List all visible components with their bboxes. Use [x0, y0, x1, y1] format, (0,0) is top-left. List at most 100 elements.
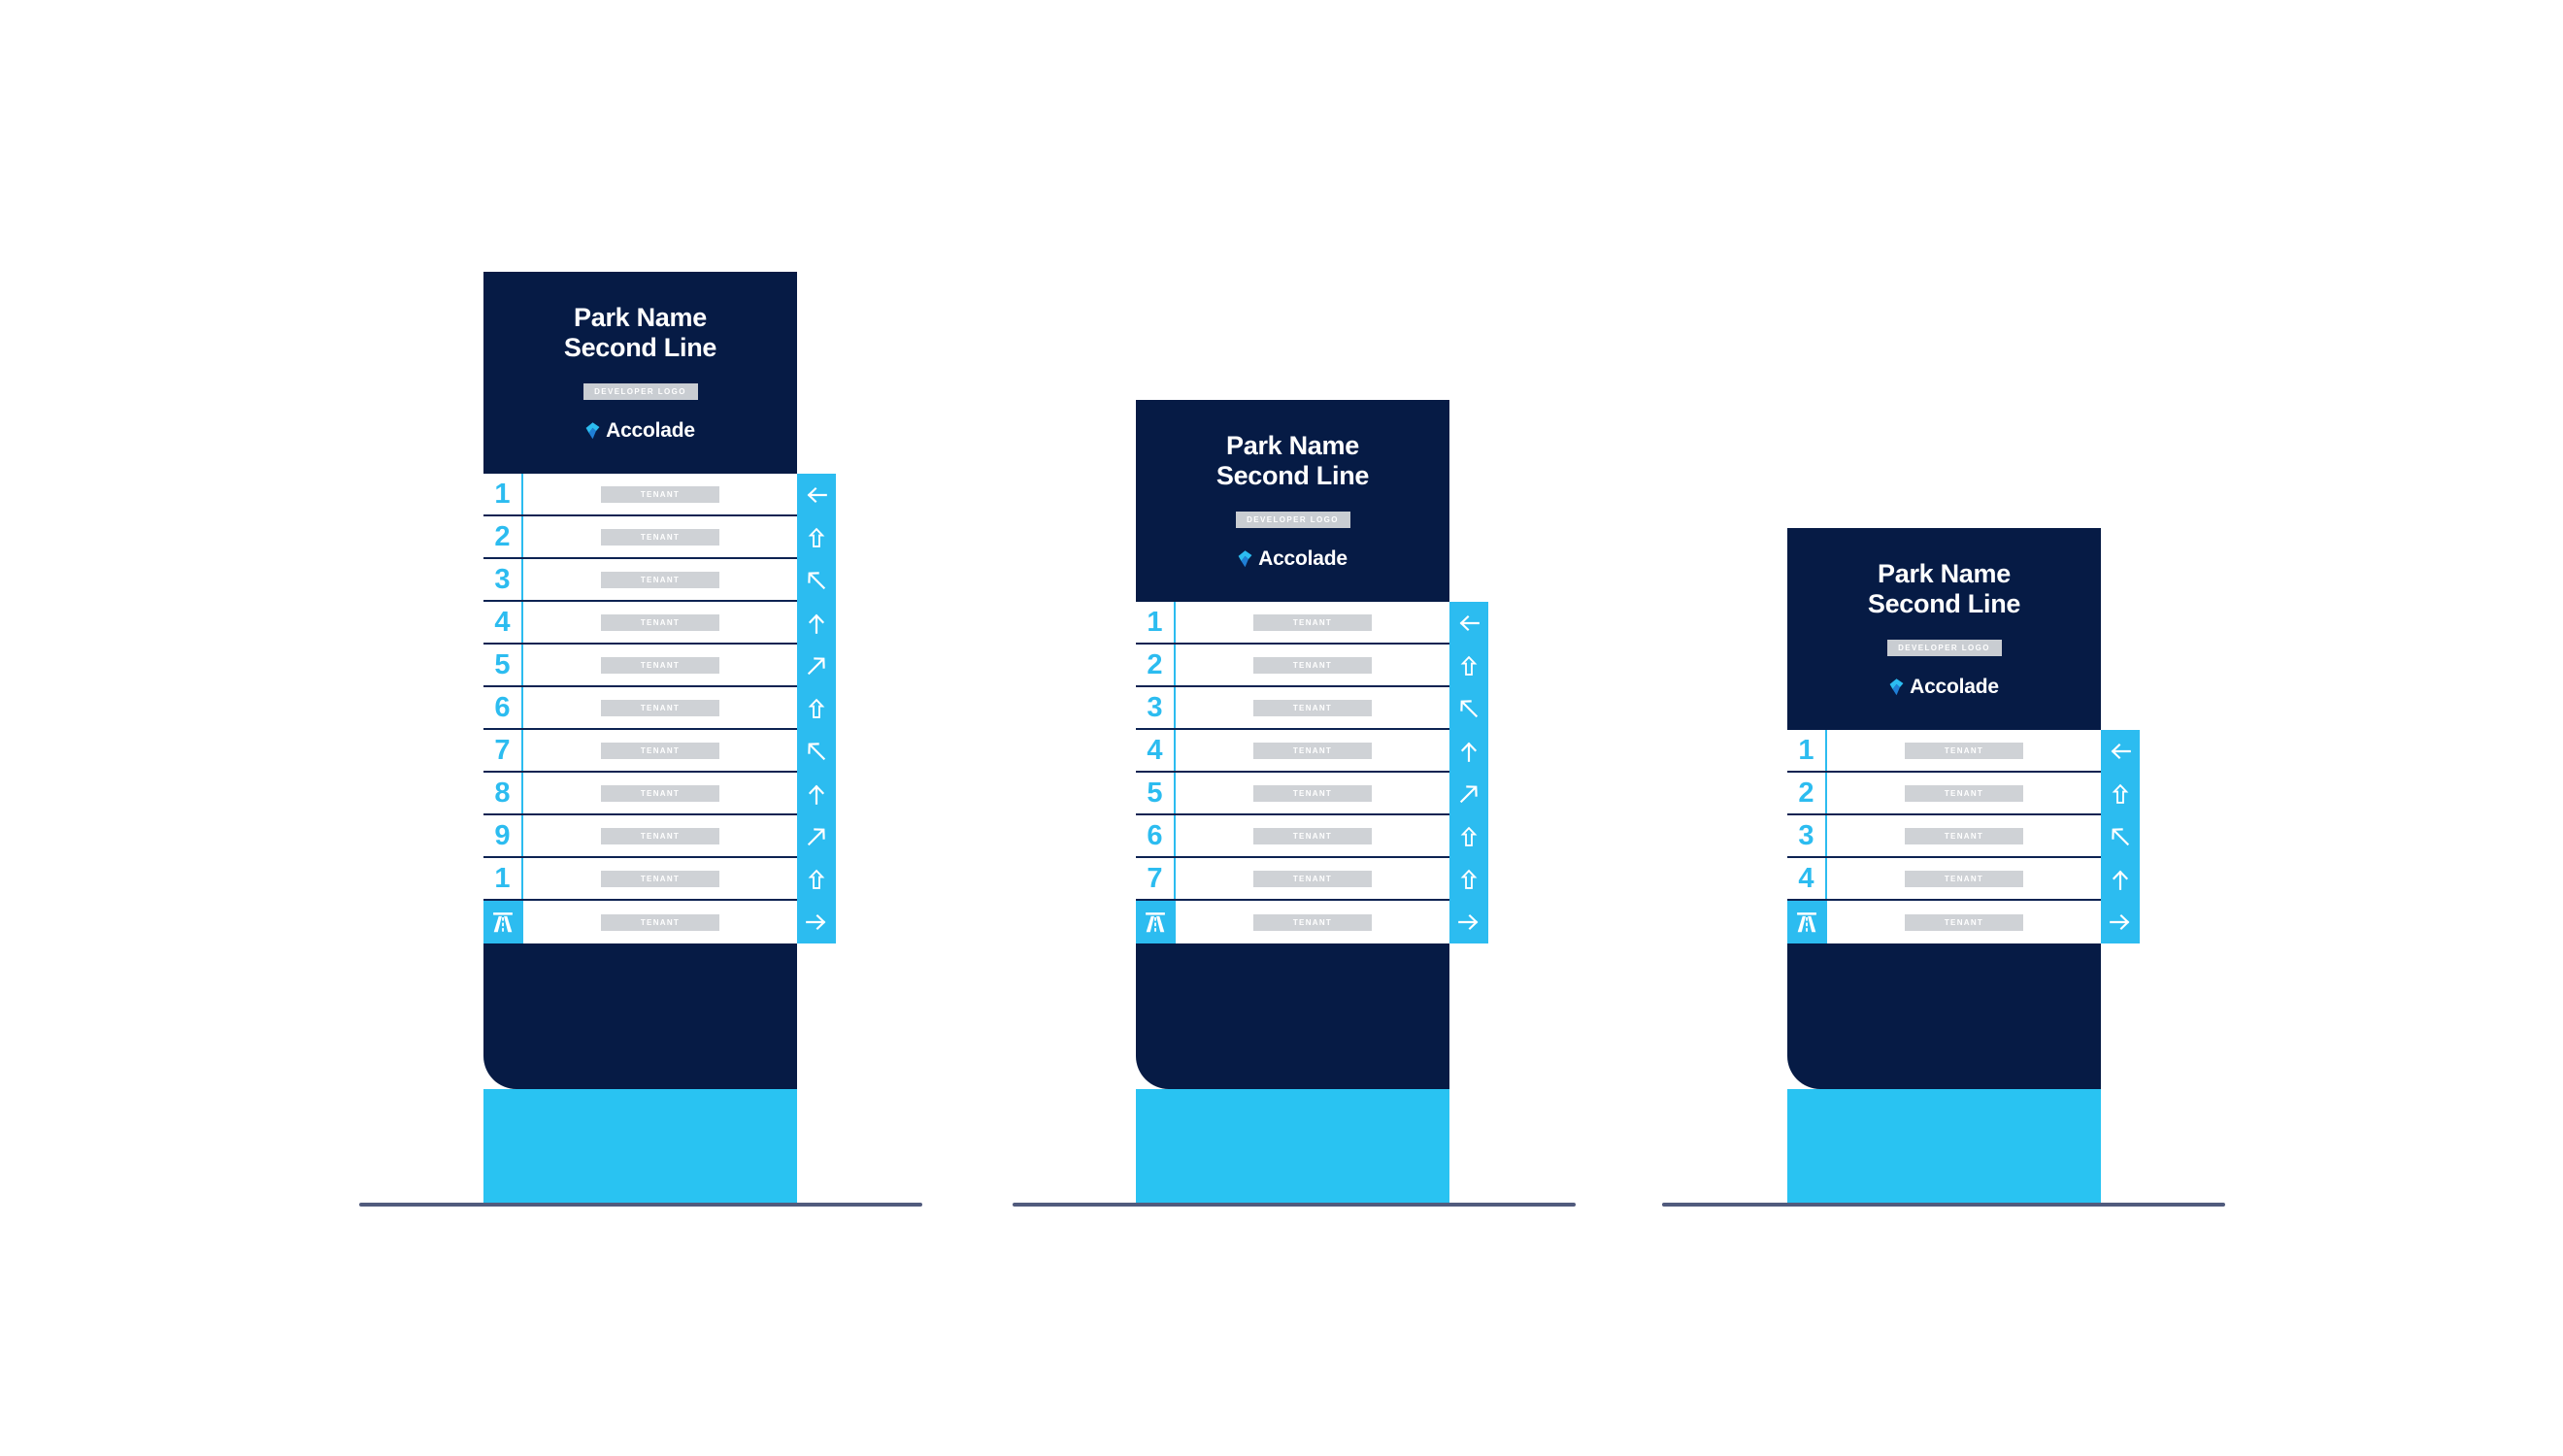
tenant-name-placeholder[interactable]: TENANT [1905, 870, 2023, 887]
arrow-up-icon[interactable] [2101, 858, 2140, 901]
arrow-up-icon[interactable] [797, 773, 836, 815]
tenant-cell: TENANT [523, 559, 797, 600]
tenant-cell: TENANT [523, 730, 797, 771]
arrow-up-outline-icon[interactable] [1449, 815, 1488, 858]
tenant-cell: TENANT [1176, 773, 1449, 813]
arrow-up-outline-icon[interactable] [1449, 645, 1488, 687]
directory-row[interactable]: 4 TENANT [483, 602, 836, 645]
tenant-name-placeholder[interactable]: TENANT [1905, 784, 2023, 802]
tenant-name-placeholder[interactable]: TENANT [601, 485, 719, 503]
accolade-brand-lockup: Accolade [1889, 676, 1999, 699]
row-number: 6 [483, 687, 523, 728]
arrow-up-left-icon[interactable] [1449, 687, 1488, 730]
arrow-up-outline-icon[interactable] [797, 516, 836, 559]
directory-row[interactable]: 2 TENANT [1136, 645, 1488, 687]
arrow-up-right-icon[interactable] [797, 815, 836, 858]
accolade-diamond-icon [1238, 550, 1252, 568]
tenant-name-placeholder[interactable]: TENANT [601, 571, 719, 588]
tenant-name-placeholder[interactable]: TENANT [601, 656, 719, 674]
arrow-up-outline-icon[interactable] [797, 687, 836, 730]
row-number: 4 [1787, 858, 1827, 899]
directory-row[interactable]: 3 TENANT [483, 559, 836, 602]
arrow-up-outline-icon[interactable] [1449, 858, 1488, 901]
tenant-name-placeholder[interactable]: TENANT [601, 699, 719, 716]
arrow-up-right-icon[interactable] [1449, 773, 1488, 815]
tenant-name-placeholder[interactable]: TENANT [1253, 742, 1372, 759]
directory-row[interactable]: TENANT [1136, 901, 1488, 943]
arrow-up-right-icon[interactable] [797, 645, 836, 687]
tenant-name-placeholder[interactable]: TENANT [601, 613, 719, 631]
row-number: 8 [483, 773, 523, 813]
row-number: 3 [483, 559, 523, 600]
tenant-name-placeholder[interactable]: TENANT [1905, 827, 2023, 844]
arrow-up-icon[interactable] [1449, 730, 1488, 773]
row-number: 4 [1136, 730, 1176, 771]
arrow-right-icon[interactable] [2101, 901, 2140, 943]
arrow-left-icon[interactable] [1449, 602, 1488, 645]
arrow-left-icon[interactable] [797, 474, 836, 516]
row-number: 1 [1787, 730, 1827, 771]
row-number: 5 [483, 645, 523, 685]
directory-row[interactable]: TENANT [1787, 901, 2140, 943]
directory-row[interactable]: 8 TENANT [483, 773, 836, 815]
tenant-name-placeholder[interactable]: TENANT [1253, 613, 1372, 631]
arrow-up-icon[interactable] [797, 602, 836, 645]
arrow-up-left-icon[interactable] [797, 559, 836, 602]
tenant-name-placeholder[interactable]: TENANT [601, 528, 719, 546]
tenant-name-placeholder[interactable]: TENANT [1253, 656, 1372, 674]
sign-base-block [1787, 1089, 2101, 1203]
tenant-name-placeholder[interactable]: TENANT [601, 827, 719, 844]
directory-row[interactable]: 2 TENANT [483, 516, 836, 559]
arrow-up-left-icon[interactable] [797, 730, 836, 773]
tenant-name-placeholder[interactable]: TENANT [601, 784, 719, 802]
directory-row[interactable]: 4 TENANT [1136, 730, 1488, 773]
directory-row[interactable]: 5 TENANT [483, 645, 836, 687]
directory-row[interactable]: 3 TENANT [1136, 687, 1488, 730]
tenant-name-placeholder[interactable]: TENANT [1253, 913, 1372, 931]
arrow-right-icon[interactable] [1449, 901, 1488, 943]
directory-row[interactable]: 1 TENANT [1787, 730, 2140, 773]
arrow-up-outline-icon[interactable] [797, 858, 836, 901]
accolade-brand-lockup: Accolade [585, 419, 695, 443]
row-number: 3 [1136, 687, 1176, 728]
row-number: 9 [483, 815, 523, 856]
directory-row[interactable]: 4 TENANT [1787, 858, 2140, 901]
row-number: 2 [483, 516, 523, 557]
tenant-name-placeholder[interactable]: TENANT [1253, 870, 1372, 887]
sign-plinth [483, 943, 797, 1089]
tenant-name-placeholder[interactable]: TENANT [1905, 742, 2023, 759]
row-number: 2 [1136, 645, 1176, 685]
arrow-up-outline-icon[interactable] [2101, 773, 2140, 815]
directory-row[interactable]: 9 TENANT [483, 815, 836, 858]
tenant-cell: TENANT [1827, 730, 2101, 771]
tenant-name-placeholder[interactable]: TENANT [601, 913, 719, 931]
arrow-up-left-icon[interactable] [2101, 815, 2140, 858]
arrow-left-icon[interactable] [2101, 730, 2140, 773]
tenant-cell: TENANT [523, 474, 797, 514]
directory-row[interactable]: 6 TENANT [483, 687, 836, 730]
tenant-name-placeholder[interactable]: TENANT [1905, 913, 2023, 931]
sign-plinth [1136, 943, 1449, 1089]
row-number: 4 [483, 602, 523, 643]
tenant-name-placeholder[interactable]: TENANT [1253, 699, 1372, 716]
tenant-name-placeholder[interactable]: TENANT [1253, 784, 1372, 802]
motorway-icon [1787, 901, 1827, 943]
tenant-name-placeholder[interactable]: TENANT [1253, 827, 1372, 844]
tenant-cell: TENANT [523, 602, 797, 643]
tenant-name-placeholder[interactable]: TENANT [601, 742, 719, 759]
tenant-cell: TENANT [1176, 815, 1449, 856]
tenant-name-placeholder[interactable]: TENANT [601, 870, 719, 887]
tenant-cell: TENANT [1827, 858, 2101, 899]
arrow-right-icon[interactable] [797, 901, 836, 943]
directory-row[interactable]: TENANT [483, 901, 836, 943]
